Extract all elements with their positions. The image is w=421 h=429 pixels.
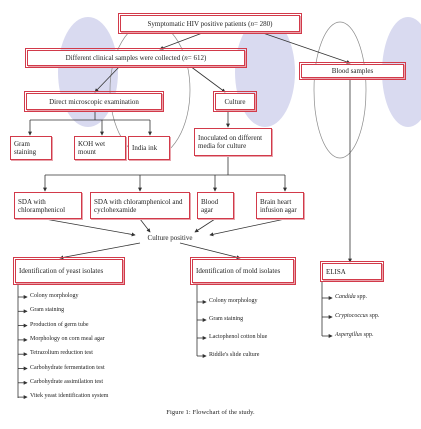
node-brain-heart-infusion-agar: Brain heart infusion agar <box>256 192 304 219</box>
list-item: Colony morphology <box>30 293 79 299</box>
node-sda-chloramphenicol-cyclohexamide: SDA with chloramphenicol and cyclohexami… <box>90 192 190 219</box>
node-sda-chloramphenicol: SDA with chloramphenicol <box>14 192 82 219</box>
list-item: Carbohydrate assimilation test <box>30 378 103 385</box>
node-yeast-identification: Identification of yeast isolates <box>13 257 125 285</box>
node-mold-identification: Identification of mold isolates <box>190 257 296 285</box>
list-item: Production of germ tube <box>30 321 89 328</box>
list-item: Aspergillus spp. <box>335 332 374 338</box>
list-item: Riddle's slide culture <box>209 352 260 358</box>
node-culture: Culture <box>213 91 257 112</box>
list-item: Cryptococcus spp. <box>335 313 380 319</box>
node-blood-agar: Blood agar <box>197 192 234 219</box>
list-item: Gram staining <box>209 316 244 322</box>
node-direct-microscopy: Direct microscopic examination <box>24 91 164 112</box>
node-gram-staining: Gram staining <box>10 136 52 160</box>
node-koh-wet-mount: KOH wet mount <box>74 136 126 160</box>
list-item: Colony morphology <box>209 298 258 304</box>
figure-caption: Figure 1: Flowchart of the study. <box>166 409 255 416</box>
list-item: Tetrazolium reduction test <box>30 350 93 357</box>
node-india-ink: India ink <box>128 136 170 160</box>
node-hiv-patients: Symptomatic HIV positive patients (n = 2… <box>118 13 302 34</box>
list-item: Candida spp. <box>335 294 368 300</box>
node-blood-samples: Blood samples <box>299 62 406 80</box>
list-item: Vitek yeast identification system <box>30 393 109 400</box>
list-item: Morphology on corn meal agar <box>30 335 105 342</box>
list-item: Lactophenol cotton blue <box>209 334 268 340</box>
node-inoculated-media: Inoculated on different media for cultur… <box>194 128 272 156</box>
node-elisa: ELISA <box>320 261 384 282</box>
node-clinical-samples: Different clinical samples were collecte… <box>25 48 247 68</box>
list-item: Gram staining <box>30 307 65 314</box>
list-item: Carbohydrate fermentation test <box>30 364 105 371</box>
node-culture-positive: Culture positive <box>147 234 193 242</box>
